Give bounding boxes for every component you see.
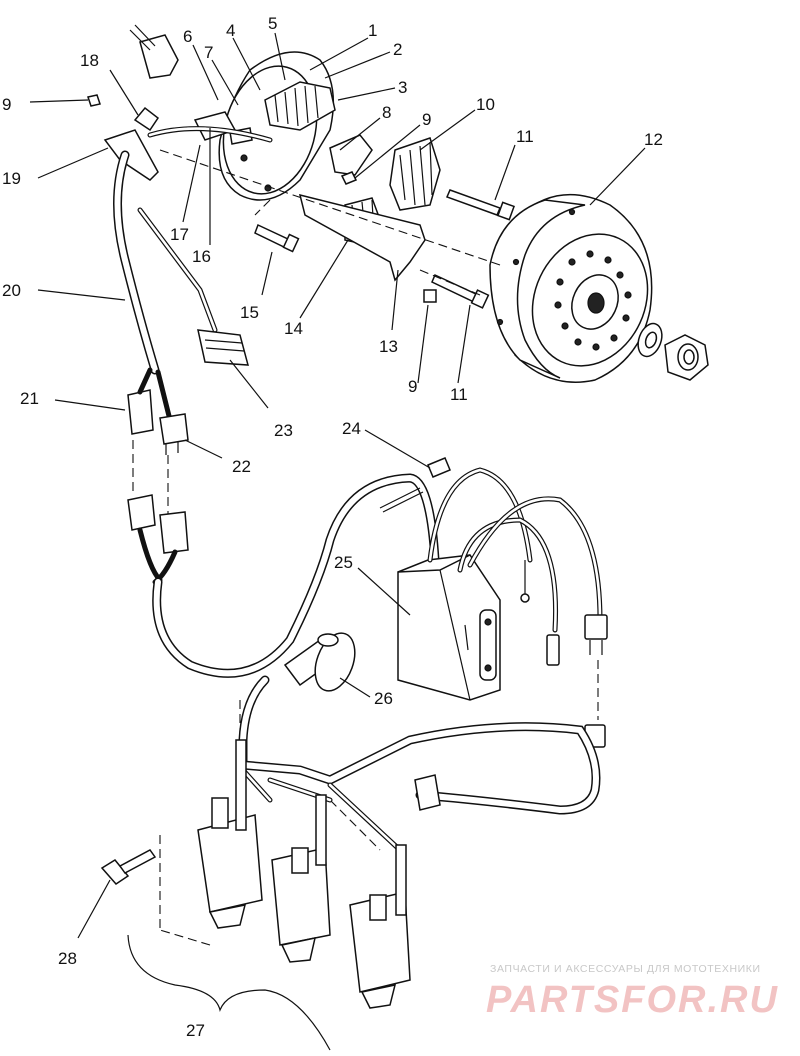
flywheel [489,193,653,383]
callout-8: 8 [382,103,391,122]
screw-11-upper [445,189,515,221]
callout-24: 24 [342,419,361,438]
mating-connectors [127,494,189,585]
group-brace-27 [127,934,331,1051]
callout-11-upper: 11 [516,127,534,146]
connector-21 [127,367,173,435]
stator-harness [113,126,273,375]
ignition-coil-3 [349,844,411,1009]
watermark-tagline: ЗАПЧАСТИ И АКСЕССУАРЫ ДЛЯ МОТОТЕХНИКИ [490,963,761,975]
callout-2: 2 [393,40,402,59]
callout-20: 20 [2,281,21,300]
coil-bracket [298,193,426,282]
connector-22 [159,413,189,455]
callout-7: 7 [204,43,213,62]
cdi-leads [427,467,603,633]
callout-15: 15 [240,303,259,322]
callout-18: 18 [80,51,99,70]
screw-9-upper [340,171,358,185]
leader-lines [29,32,646,939]
main-harness [152,473,440,678]
screw-11-lower [431,273,490,309]
callout-17: 17 [170,225,189,244]
flywheel-bolt-holes [554,250,632,351]
callout-16: 16 [192,247,211,266]
callout-4: 4 [226,21,235,40]
callout-23: 23 [274,421,293,440]
callout-9-upper: 9 [422,110,431,129]
ignition-coil-2 [271,794,331,963]
screw-9-lower [423,289,437,303]
sensor-24 [379,457,451,513]
stator-coil-lower [329,134,373,176]
stator-coil-upper [264,81,336,131]
callout-3: 3 [398,78,407,97]
spark-plug-cap [283,632,356,692]
watermark: ЗАПЧАСТИ И АКСЕССУАРЫ ДЛЯ МОТОТЕХНИКИ PA… [486,963,779,1021]
coil-harness [238,675,601,853]
wire-clamp-18 [133,106,160,132]
callout-9-left: 9 [2,95,11,114]
flywheel-nut [664,334,709,381]
cdi-box [397,554,501,701]
callout-labels: 1 2 3 4 5 6 7 8 9 10 11 12 13 14 15 16 1… [2,14,663,1040]
callout-6: 6 [183,27,192,46]
grommet [129,24,179,79]
connector-23 [197,329,249,366]
pickup-coil [389,137,441,211]
callout-27: 27 [186,1021,205,1040]
screw-15 [254,223,300,253]
callout-22: 22 [232,457,251,476]
callout-9-lower: 9 [408,377,417,396]
watermark-brand: PARTSFOR.RU [486,979,779,1021]
flywheel-washer [637,322,663,358]
harness-plate-19 [103,129,159,181]
callout-1: 1 [368,21,377,40]
callout-19: 19 [2,169,21,188]
ignition-coil-1 [197,739,263,929]
callout-13: 13 [379,337,398,356]
callout-21: 21 [20,389,39,408]
callout-25: 25 [334,553,353,572]
callout-14: 14 [284,319,303,338]
screw-9-left [87,94,101,107]
assembly-guide-lines [132,149,501,946]
callout-26: 26 [374,689,393,708]
callout-11-lower: 11 [450,385,468,404]
screw-28 [100,849,157,885]
callout-12: 12 [644,130,663,149]
callout-5: 5 [268,14,277,33]
callout-28: 28 [58,949,77,968]
callout-10: 10 [476,95,495,114]
